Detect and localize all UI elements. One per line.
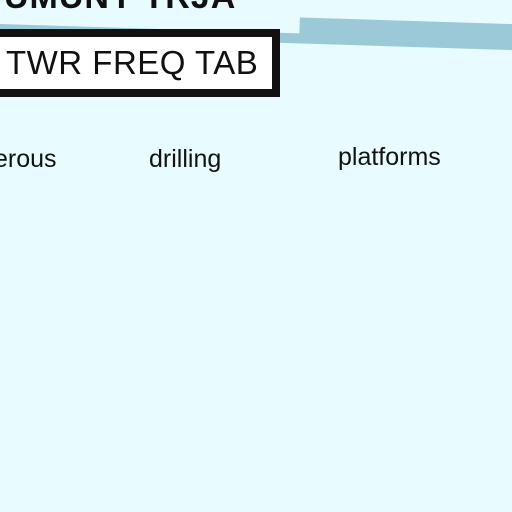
freq-tab-label: TWR FREQ TAB [6,44,259,81]
freq-tab-button[interactable]: TWR FREQ TAB [0,29,280,97]
option-word-3[interactable]: platforms [338,143,441,171]
option-word-2[interactable]: drilling [149,145,222,173]
page-header-title: UMUNY TRJA [4,0,236,17]
option-word-1[interactable]: erous [0,145,57,173]
